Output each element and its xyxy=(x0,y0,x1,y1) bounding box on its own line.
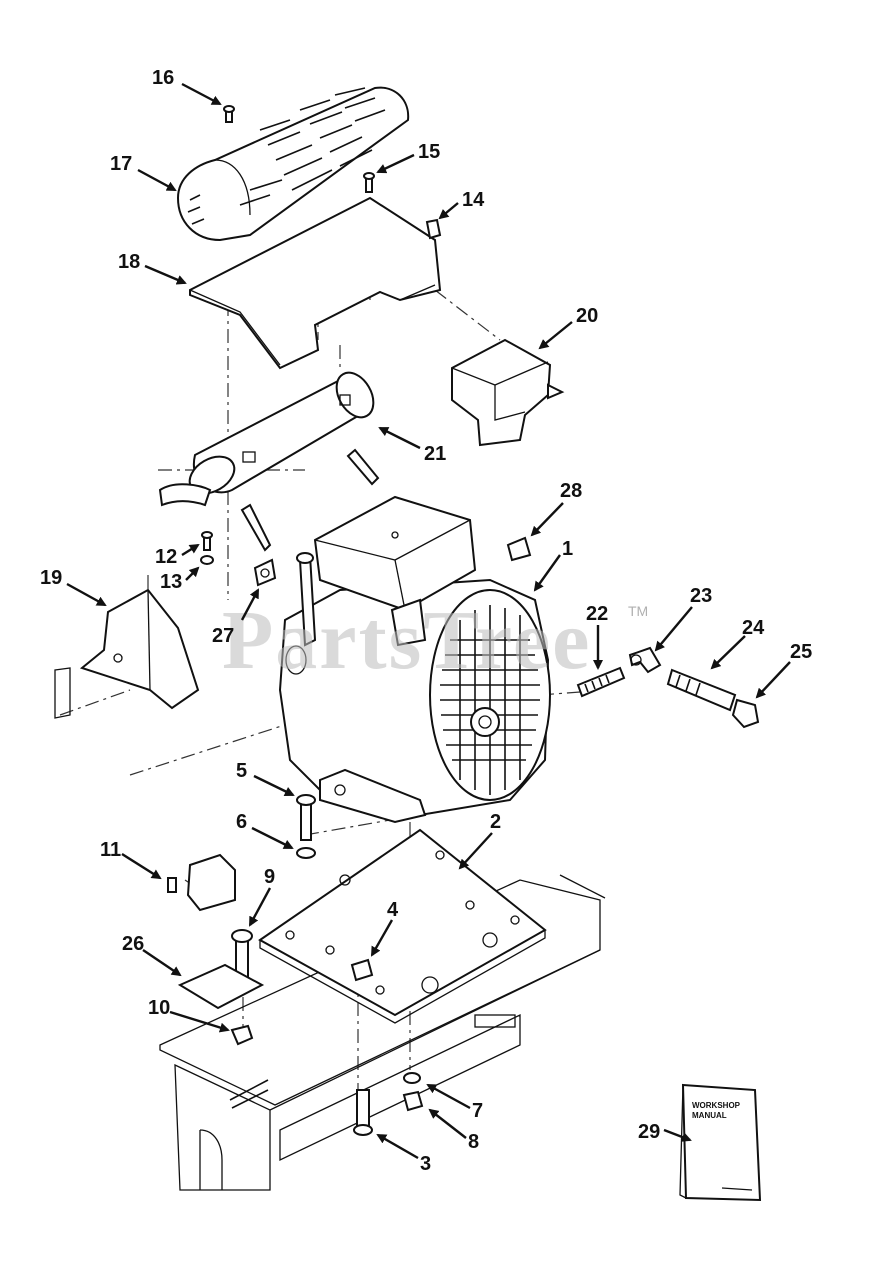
callout-23: 23 xyxy=(690,585,712,607)
engine xyxy=(278,495,551,824)
hardware-parts xyxy=(167,105,760,1136)
callout-16: 16 xyxy=(152,67,174,89)
callout-18: 18 xyxy=(118,251,140,273)
callout-13: 13 xyxy=(160,571,182,593)
callout-3: 3 xyxy=(420,1153,431,1175)
callout-19: 19 xyxy=(40,567,62,589)
callout-28: 28 xyxy=(560,480,582,502)
callout-29: 29 xyxy=(638,1121,660,1143)
heat-shield-side xyxy=(54,588,200,719)
callout-arrows xyxy=(66,82,791,1160)
callout-11: 11 xyxy=(100,839,121,861)
muffler xyxy=(158,371,380,552)
callout-26: 26 xyxy=(122,933,144,955)
callout-4: 4 xyxy=(387,899,399,921)
callout-10: 10 xyxy=(148,997,170,1019)
engine-side-cover xyxy=(451,338,565,447)
callout-1: 1 xyxy=(562,538,573,560)
callout-7: 7 xyxy=(472,1100,483,1122)
callout-22: 22 xyxy=(586,603,608,625)
workshop-manual: WORKSHOP MANUAL xyxy=(679,1083,762,1202)
manual-line2: MANUAL xyxy=(692,1111,727,1120)
callout-25: 25 xyxy=(790,641,812,663)
callout-15: 15 xyxy=(418,141,440,163)
callout-6: 6 xyxy=(236,811,247,833)
callout-17: 17 xyxy=(110,153,132,175)
callout-2: 2 xyxy=(490,811,501,833)
callout-12: 12 xyxy=(155,546,177,568)
callout-14: 14 xyxy=(462,189,485,211)
heat-shield-lower xyxy=(189,196,442,370)
frame-rails xyxy=(159,874,606,1191)
callout-21: 21 xyxy=(424,443,446,465)
muffler-guard xyxy=(176,86,410,242)
manual-line1: WORKSHOP xyxy=(692,1101,741,1110)
callout-9: 9 xyxy=(264,866,275,888)
callout-5: 5 xyxy=(236,760,247,782)
callout-labels: 16 17 15 14 18 20 21 28 1 12 13 19 27 22… xyxy=(40,67,812,1175)
watermark-trademark: TM xyxy=(628,603,648,619)
engine-mount-plate xyxy=(258,828,547,1024)
callout-27: 27 xyxy=(212,625,234,647)
callout-24: 24 xyxy=(742,617,765,639)
callout-20: 20 xyxy=(576,305,598,327)
callout-8: 8 xyxy=(468,1131,479,1153)
watermark: PartsTree xyxy=(222,594,591,687)
